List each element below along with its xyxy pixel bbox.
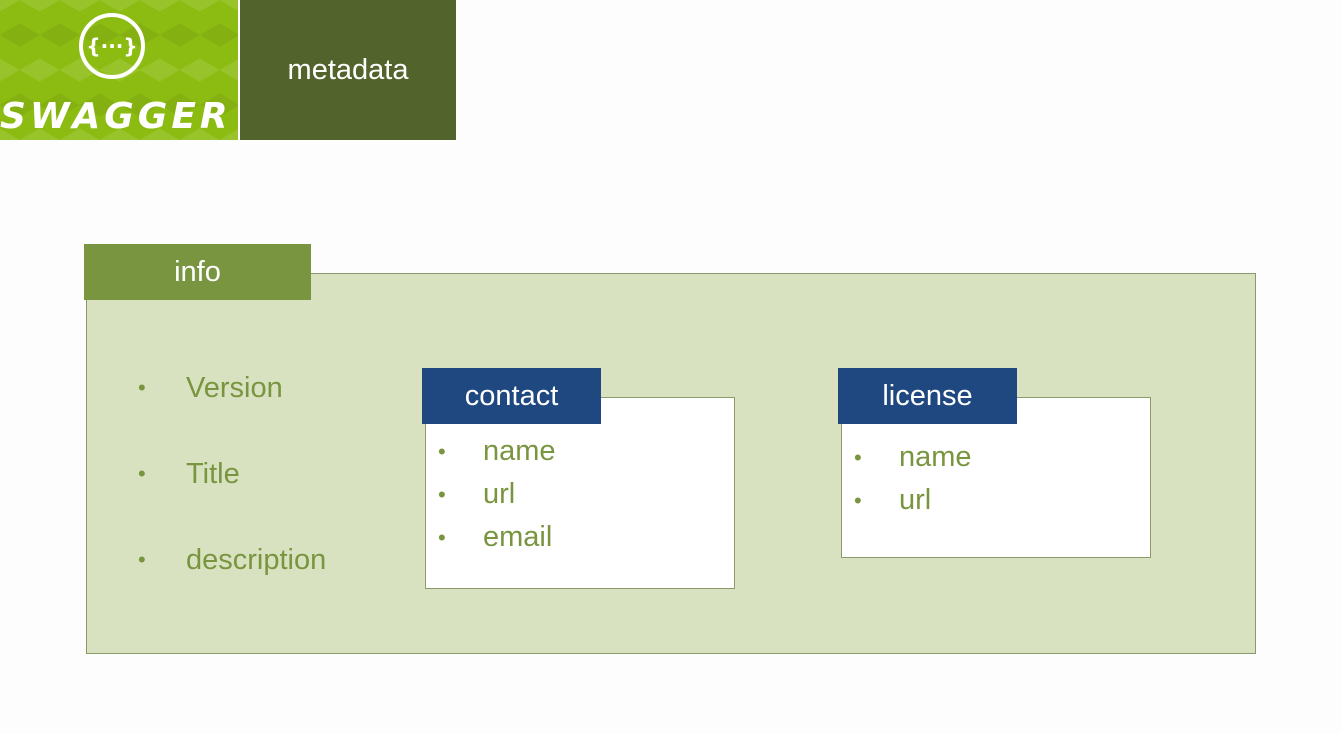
- logo-wordmark: SWAGGER: [0, 96, 232, 137]
- bullet-icon: •: [854, 487, 862, 513]
- license-item-label: name: [899, 441, 972, 473]
- license-item-label: url: [899, 484, 932, 516]
- bullet-icon: •: [438, 438, 446, 464]
- contact-box: [425, 397, 735, 589]
- page-title: metadata: [240, 0, 456, 140]
- logo-glyph: {···}: [86, 34, 137, 58]
- license-tab: license: [838, 368, 1017, 424]
- contact-item-label: name: [483, 435, 556, 467]
- bullet-icon: •: [138, 375, 146, 400]
- list-item: • Version: [138, 365, 326, 411]
- info-item-label: Version: [186, 371, 283, 404]
- swagger-braces-icon: {···}: [79, 13, 145, 79]
- list-item: • name: [854, 436, 972, 479]
- bullet-icon: •: [438, 481, 446, 507]
- info-tab: info: [84, 244, 311, 300]
- bullet-icon: •: [854, 444, 862, 470]
- list-item: • url: [438, 473, 556, 516]
- list-item: • Title: [138, 451, 326, 497]
- bullet-icon: •: [138, 461, 146, 486]
- contact-tab: contact: [422, 368, 601, 424]
- license-list: • name • url: [854, 436, 972, 522]
- contact-list: • name • url • email: [438, 430, 556, 559]
- info-list: • Version • Title • description: [138, 365, 326, 623]
- list-item: • email: [438, 516, 556, 559]
- list-item: • name: [438, 430, 556, 473]
- contact-item-label: email: [483, 521, 553, 553]
- list-item: • url: [854, 479, 972, 522]
- bullet-icon: •: [438, 524, 446, 550]
- contact-item-label: url: [483, 478, 516, 510]
- list-item: • description: [138, 537, 326, 583]
- bullet-icon: •: [138, 547, 146, 572]
- swagger-logo: {···} SWAGGER: [0, 0, 238, 140]
- info-item-label: description: [186, 543, 327, 576]
- info-item-label: Title: [186, 457, 240, 490]
